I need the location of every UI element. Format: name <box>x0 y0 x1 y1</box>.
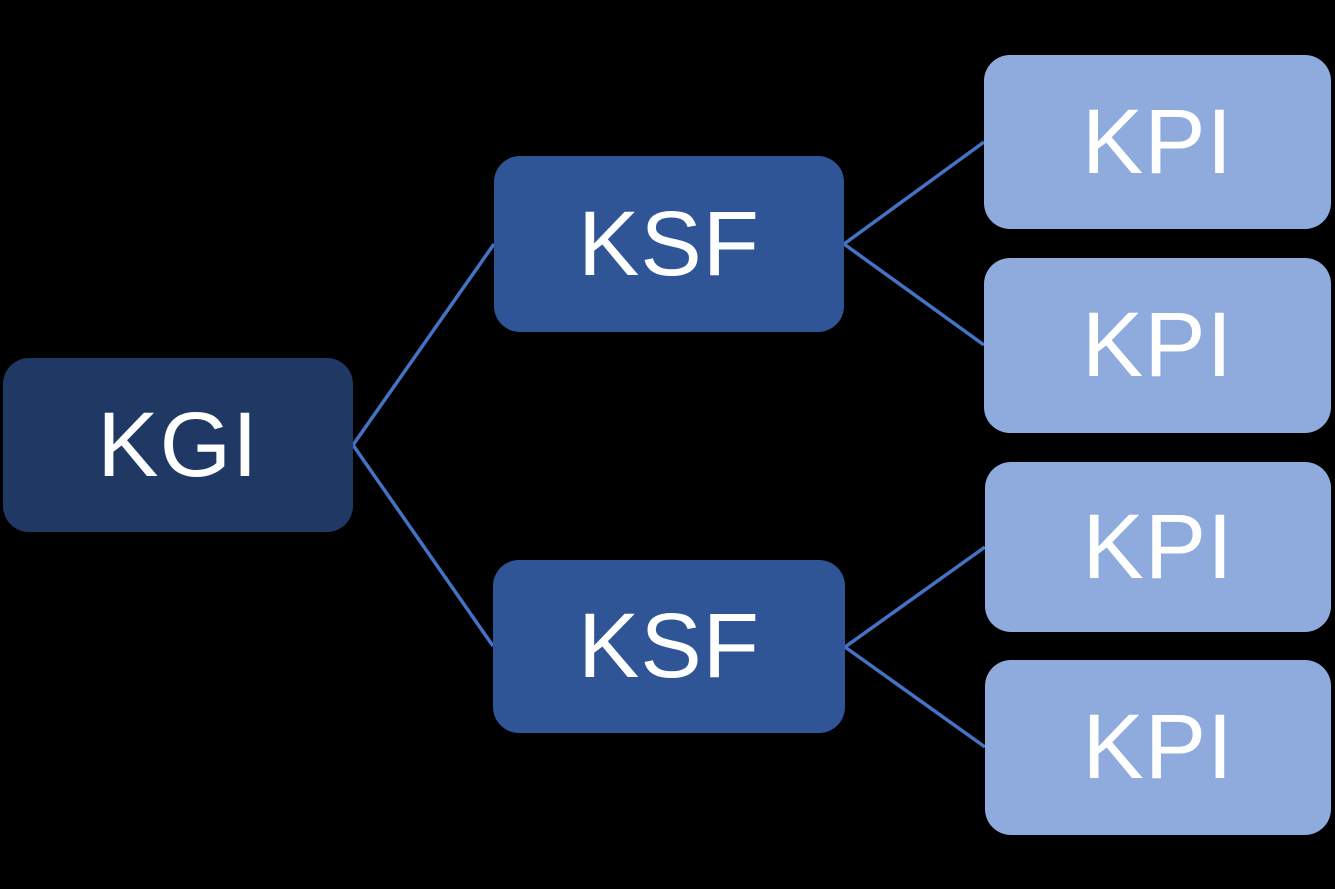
edge-ksf2-kpi-4 <box>843 645 987 749</box>
node-kpi-4: KPI <box>985 660 1331 835</box>
node-kpi-1: KPI <box>984 55 1331 229</box>
node-ksf-top-label: KSF <box>578 192 760 295</box>
node-kpi-3-label: KPI <box>1082 495 1234 598</box>
node-kpi-4-label: KPI <box>1082 696 1234 798</box>
node-kpi-3: KPI <box>985 462 1331 632</box>
edge-kgi-ksf-2 <box>351 443 495 648</box>
node-ksf-top: KSF <box>494 156 844 332</box>
node-kpi-1-label: KPI <box>1081 90 1234 193</box>
edge-ksf1-kpi-2 <box>842 242 986 347</box>
node-kpi-2-label: KPI <box>1081 294 1234 396</box>
edge-ksf2-kpi-3 <box>843 545 987 649</box>
node-ksf-bottom-label: KSF <box>578 595 760 697</box>
edge-ksf1-kpi-1 <box>842 140 986 246</box>
node-kgi: KGI <box>3 358 353 532</box>
node-kgi-label: KGI <box>97 393 259 496</box>
node-kpi-2: KPI <box>984 258 1331 433</box>
node-ksf-bottom: KSF <box>493 560 845 733</box>
edge-kgi-ksf-1 <box>351 242 496 447</box>
